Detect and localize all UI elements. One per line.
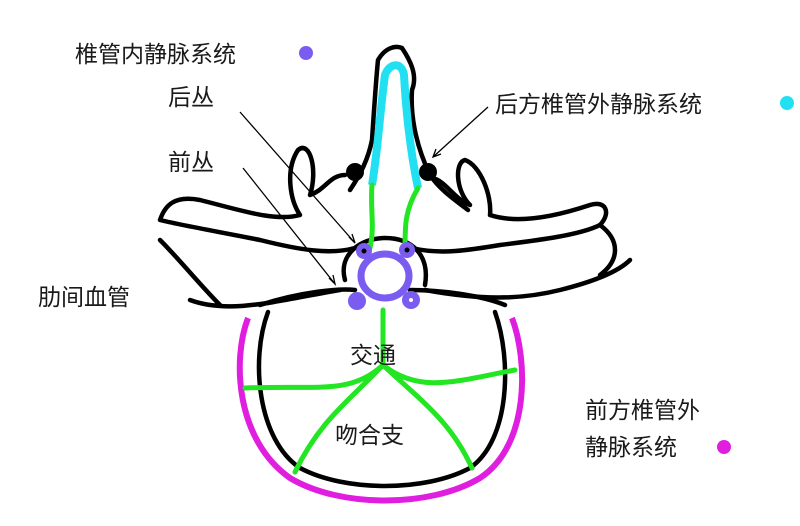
internal-venous-plexus xyxy=(348,242,420,310)
label-internal-system: 椎管内静脉系统 xyxy=(75,42,236,68)
label-communicating: 交通 xyxy=(350,343,396,369)
posterior-external-arrow xyxy=(431,106,489,159)
left-facet-vein xyxy=(346,163,364,181)
vertebral-body-outline xyxy=(256,309,508,489)
right-facet-vein xyxy=(419,163,437,181)
anterior-plexus-arrow xyxy=(242,167,337,287)
right-rib xyxy=(422,222,633,300)
right-transverse-process xyxy=(409,157,609,254)
internal-legend-dot xyxy=(299,46,313,60)
label-intercostal-vessels: 肋间血管 xyxy=(38,285,130,311)
label-posterior-plexus: 后丛 xyxy=(168,85,214,111)
posterior-external-venous-loop xyxy=(368,61,422,189)
label-anterior-plexus: 前丛 xyxy=(168,150,214,176)
label-posterior-external-system: 后方椎管外静脉系统 xyxy=(495,92,702,118)
canal-floor xyxy=(257,287,508,308)
anterior-external-venous-arc xyxy=(236,316,526,504)
vertebral-canal-outline xyxy=(341,235,429,288)
label-anastomotic-branch: 吻合支 xyxy=(335,423,404,449)
anterior-external-legend-dot xyxy=(717,440,731,454)
leader-arrows xyxy=(239,106,489,287)
label-anterior-external-line2: 静脉系统 xyxy=(585,435,677,461)
posterior-plexus-arrow xyxy=(239,111,356,244)
label-anterior-external-line1: 前方椎管外 xyxy=(585,398,700,424)
posterior-external-legend-dot xyxy=(780,96,794,110)
left-transverse-process xyxy=(157,145,358,254)
